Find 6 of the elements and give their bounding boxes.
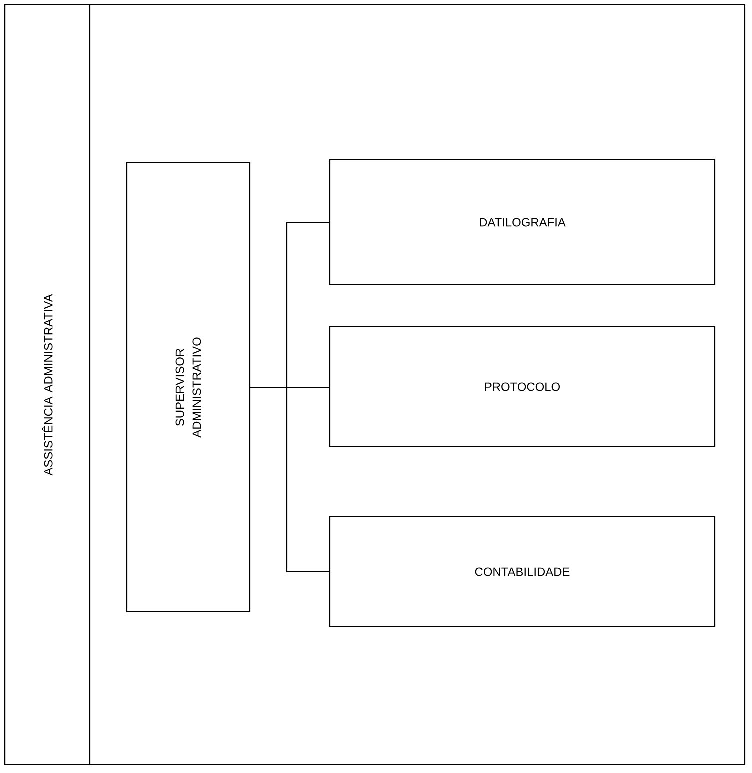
- process-box: PROTOCOLO: [329, 326, 716, 448]
- process-box: CONTABILIDADE: [329, 516, 716, 628]
- process-box: SUPERVISOR ADMINISTRATIVO: [126, 162, 251, 613]
- connector-line: [250, 386, 330, 573]
- band: ASSISTÊNCIA ADMINISTRATIVA: [4, 4, 91, 766]
- process-box: DATILOGRAFIA: [329, 159, 716, 286]
